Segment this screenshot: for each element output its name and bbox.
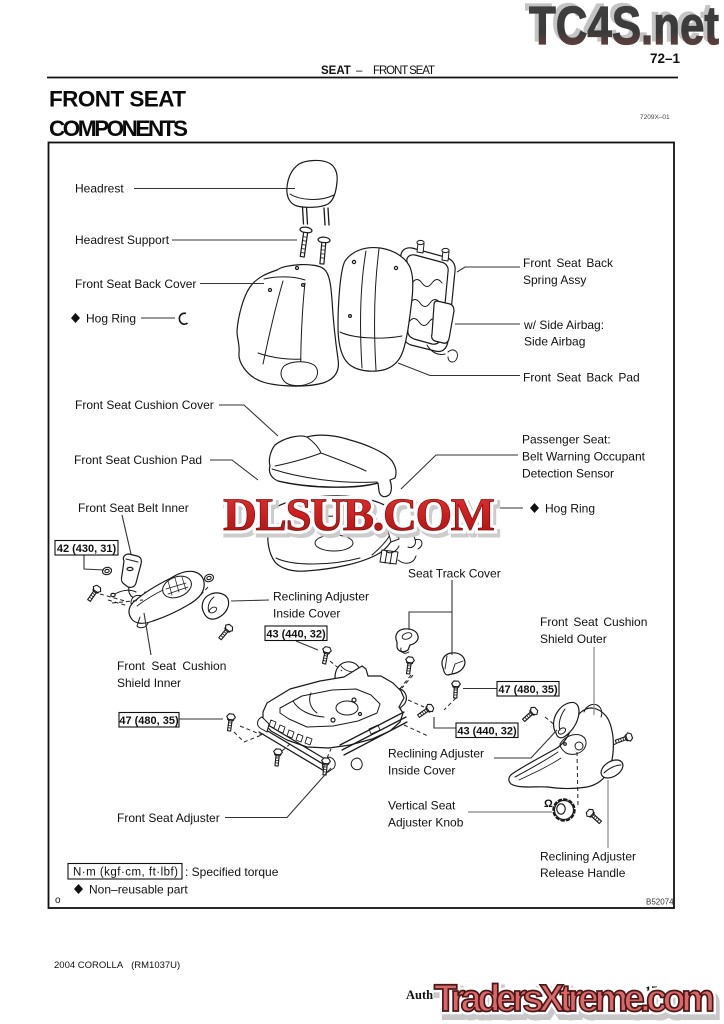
svg-text:DLSUB.COM: DLSUB.COM — [223, 489, 495, 541]
svg-text:o: o — [55, 895, 61, 906]
svg-text:Reclining Adjuster: Reclining Adjuster — [540, 850, 636, 864]
svg-text:Headrest Support: Headrest Support — [75, 233, 170, 247]
svg-text:43 (440, 32): 43 (440, 32) — [266, 629, 326, 641]
svg-text:Front Seat Back Pad: Front Seat Back Pad — [523, 371, 640, 385]
svg-text:17: 17 — [645, 984, 658, 998]
svg-text:42 (430, 31): 42 (430, 31) — [57, 543, 117, 555]
svg-text:Shield Inner: Shield Inner — [117, 676, 181, 690]
svg-text:: Specified torque: : Specified torque — [185, 865, 279, 879]
svg-text:DLSUB.COM: DLSUB.COM — [223, 489, 495, 541]
svg-text:Front Seat Cushion Cover: Front Seat Cushion Cover — [75, 398, 214, 412]
svg-text:Spring Assy: Spring Assy — [523, 273, 586, 287]
svg-text:TC4S.net: TC4S.net — [529, 0, 719, 56]
svg-text:B52074: B52074 — [646, 898, 674, 907]
svg-text:Front Seat Back: Front Seat Back — [523, 256, 614, 270]
svg-text:Passenger Seat:: Passenger Seat: — [522, 433, 611, 447]
svg-text:w/ Side Airbag:: w/ Side Airbag: — [523, 318, 604, 332]
svg-text:COMPONENTS: COMPONENTS — [49, 116, 188, 141]
svg-text:Headrest: Headrest — [75, 182, 124, 196]
svg-text:Inside Cover: Inside Cover — [273, 607, 340, 621]
svg-text:72–1: 72–1 — [650, 51, 681, 66]
svg-text:Shield Outer: Shield Outer — [540, 632, 607, 646]
svg-text:Ω: Ω — [544, 798, 553, 810]
svg-text:Front Seat Back Cover: Front Seat Back Cover — [75, 277, 196, 291]
svg-text:2004 COROLLA (RM1037U): 2004 COROLLA (RM1037U) — [54, 960, 180, 971]
svg-text:47 (480, 35): 47 (480, 35) — [498, 684, 558, 696]
svg-text:Front Seat Cushion Pad: Front Seat Cushion Pad — [74, 453, 202, 467]
svg-text:Front Seat Cushion: Front Seat Cushion — [117, 659, 226, 673]
svg-text:–: – — [356, 65, 363, 77]
svg-text:7209X–01: 7209X–01 — [640, 114, 670, 121]
svg-text:Side Airbag: Side Airbag — [524, 335, 585, 349]
svg-text:Inside Cover: Inside Cover — [388, 764, 455, 778]
svg-text:Release Handle: Release Handle — [540, 866, 626, 880]
svg-text:FRONT SEAT: FRONT SEAT — [49, 87, 186, 112]
svg-text:Reclining Adjuster: Reclining Adjuster — [388, 747, 484, 761]
svg-text:Front Seat Adjuster: Front Seat Adjuster — [117, 811, 220, 825]
svg-text:DLSUB.COM: DLSUB.COM — [226, 493, 498, 545]
svg-text:Reclining Adjuster: Reclining Adjuster — [273, 590, 369, 604]
svg-text:Seat Track Cover: Seat Track Cover — [408, 567, 501, 581]
svg-text:43 (440, 32): 43 (440, 32) — [457, 726, 517, 738]
svg-text:N·m (kgf·cm, ft·lbf): N·m (kgf·cm, ft·lbf) — [73, 867, 178, 879]
svg-text:Non–reusable part: Non–reusable part — [89, 883, 188, 897]
svg-text:Vertical Seat: Vertical Seat — [388, 799, 456, 813]
svg-text:TradersXtreme.com: TradersXtreme.com — [437, 983, 718, 1024]
svg-text:Hog Ring: Hog Ring — [545, 502, 595, 516]
svg-text:47 (480, 35): 47 (480, 35) — [119, 715, 179, 727]
svg-text:FRONT SEAT: FRONT SEAT — [373, 65, 435, 77]
svg-text:Hog Ring: Hog Ring — [86, 312, 136, 326]
svg-text:SEAT: SEAT — [321, 65, 351, 77]
svg-text:Auth: Auth — [406, 988, 433, 1002]
svg-text:TradersXtreme.com: TradersXtreme.com — [434, 978, 715, 1020]
svg-text:TC4S.net: TC4S.net — [525, 0, 715, 53]
svg-text:Front Seat Belt Inner: Front Seat Belt Inner — [78, 501, 189, 515]
svg-text:Detection Sensor: Detection Sensor — [522, 467, 614, 481]
svg-text:TradersXtreme.com: TradersXtreme.com — [434, 978, 715, 1020]
svg-text:Belt Warning Occupant: Belt Warning Occupant — [522, 450, 646, 464]
svg-text:Adjuster Knob: Adjuster Knob — [388, 816, 464, 830]
svg-text:Front Seat Cushion: Front Seat Cushion — [540, 615, 647, 629]
